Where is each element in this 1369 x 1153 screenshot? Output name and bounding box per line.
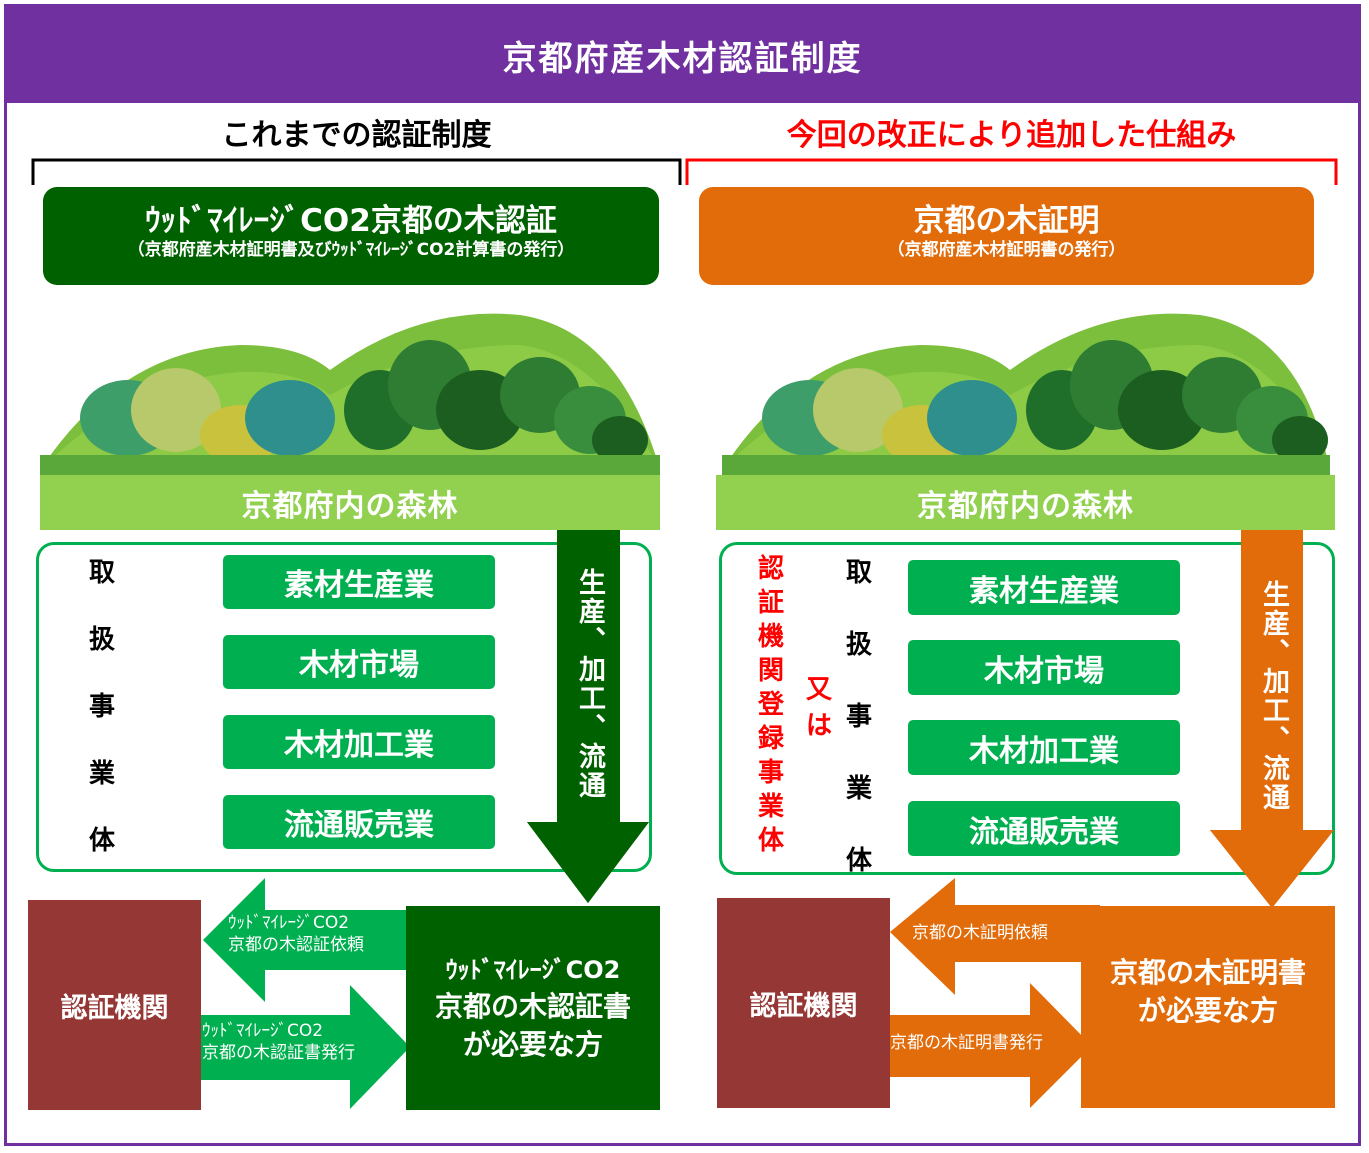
right-cert-name: 京都の木証明 [913, 203, 1100, 239]
right-biz-material: 素材生産業 [908, 560, 1180, 615]
left-cert-body: 認証機関 [28, 900, 201, 1110]
left-arrow-request-right [890, 878, 1100, 995]
right-request-label: 京都の木証明依頼 [912, 923, 1048, 943]
left-bracket [31, 158, 682, 185]
page-title: 京都府産木材認証制度 [7, 7, 1358, 103]
left-cert-sub: （京都府産木材証明書及びｳｯﾄﾞﾏｲﾚｰｼﾞCO2計算書の発行） [127, 240, 575, 260]
left-forest-label: 京都府内の森林 [40, 475, 660, 530]
right-handlers-label: 取 扱 事 業 体 [845, 558, 872, 876]
left-biz-market: 木材市場 [223, 635, 495, 689]
left-handlers-label: 取 扱 事 業 体 [88, 558, 115, 856]
right-biz-market: 木材市場 [908, 640, 1180, 695]
right-registered-label: 認 証 機 関 登 録 事 業 体 [757, 554, 784, 856]
right-cert-pill: 京都の木証明 （京都府産木材証明書の発行） [699, 187, 1314, 285]
right-issue-label: 京都の木証明書発行 [890, 1033, 1043, 1053]
right-section-title: 今回の改正により追加した仕組み [786, 118, 1237, 153]
left-requester: ｳｯﾄﾞﾏｲﾚｰｼﾞCO2 京都の木認証書 が必要な方 [406, 906, 660, 1110]
right-arrow-issue-right [888, 983, 1092, 1108]
right-cert-body: 認証機関 [717, 898, 890, 1108]
left-cert-name: ｳｯﾄﾞﾏｲﾚｰｼﾞCO2京都の木認証 [145, 203, 557, 239]
left-arrow-request [203, 878, 430, 1002]
right-flow-label: 生産、加工、流通 [1258, 580, 1289, 812]
right-forest-label: 京都府内の森林 [716, 475, 1335, 530]
left-biz-distribution: 流通販売業 [223, 795, 495, 849]
left-biz-processing: 木材加工業 [223, 715, 495, 769]
right-bracket [685, 158, 1338, 185]
left-issue-label: ｳｯﾄﾞﾏｲﾚｰｼﾞCO2 京都の木認証書発行 [202, 1021, 355, 1063]
left-biz-material: 素材生産業 [223, 555, 495, 609]
right-biz-distribution: 流通販売業 [908, 801, 1180, 856]
right-cert-sub: （京都府産木材証明書の発行） [887, 240, 1126, 260]
right-biz-processing: 木材加工業 [908, 720, 1180, 775]
forest-illustration-right [722, 313, 1330, 475]
left-flow-label: 生産、加工、流通 [574, 568, 605, 800]
left-request-label: ｳｯﾄﾞﾏｲﾚｰｼﾞCO2 京都の木認証依頼 [228, 913, 364, 955]
left-cert-pill: ｳｯﾄﾞﾏｲﾚｰｼﾞCO2京都の木認証 （京都府産木材証明書及びｳｯﾄﾞﾏｲﾚｰ… [43, 187, 659, 285]
left-business-group [36, 542, 652, 872]
right-arrow-issue [200, 985, 410, 1109]
left-section-title: これまでの認証制度 [221, 118, 492, 153]
forest-illustration-left [40, 313, 660, 475]
right-or-label: 又 は [805, 675, 832, 741]
right-requester: 京都の木証明書 が必要な方 [1081, 906, 1335, 1108]
